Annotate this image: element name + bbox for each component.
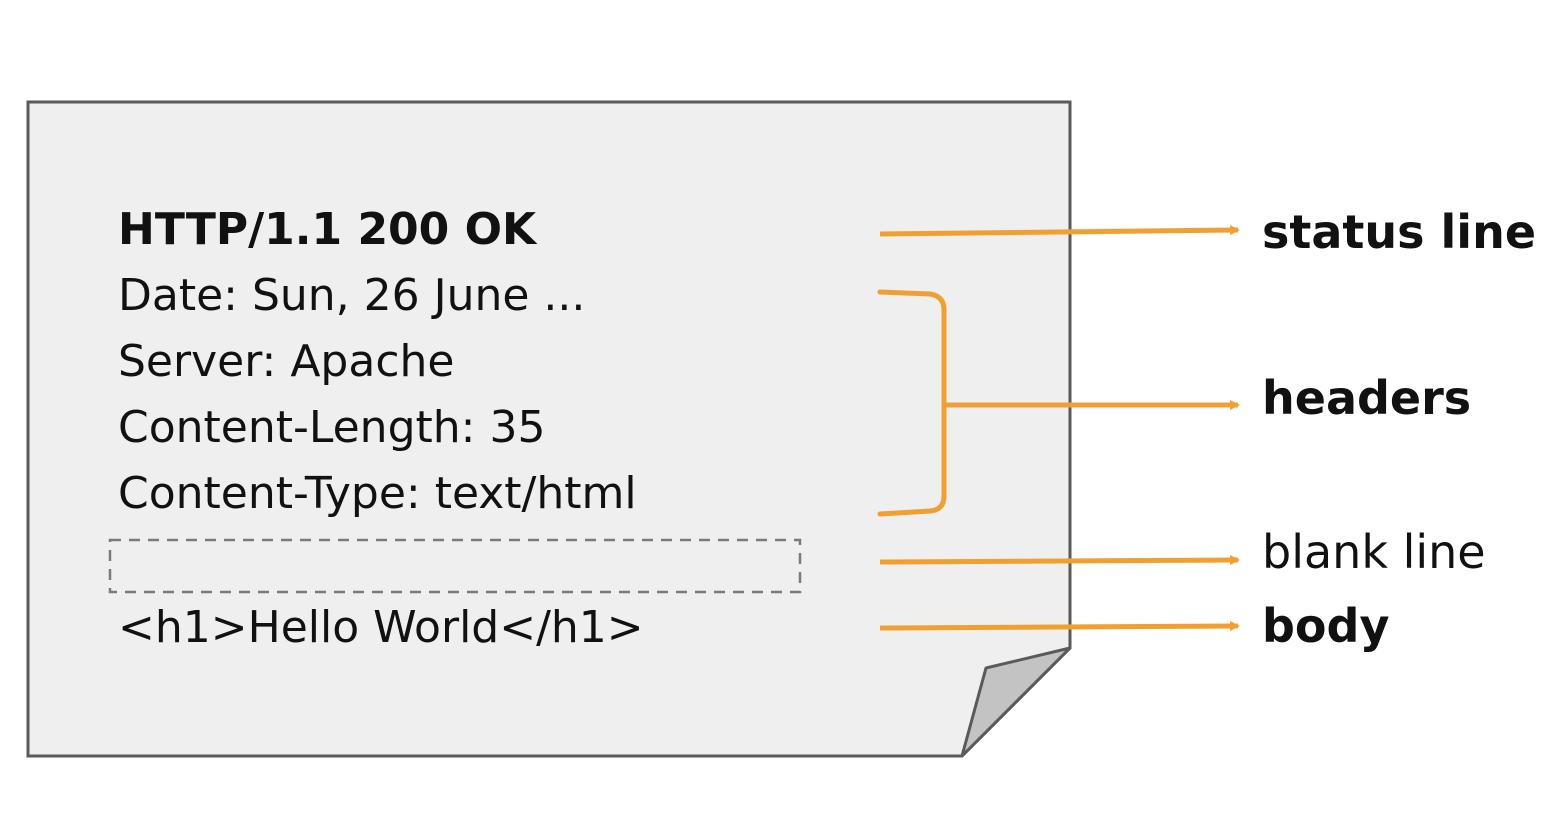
status-line-arrow — [879, 225, 1240, 237]
headers-label: headers — [1262, 371, 1472, 425]
header-date-text: Date: Sun, 26 June ... — [118, 270, 586, 321]
blank-line-box — [108, 538, 802, 594]
status-line-text: HTTP/1.1 200 OK — [118, 204, 537, 255]
body-text: <h1>Hello World</h1> — [118, 602, 644, 653]
body-arrow — [879, 621, 1240, 632]
header-server-text: Server: Apache — [118, 336, 455, 387]
header-content-type-text: Content-Type: text/html — [118, 468, 637, 519]
folded-corner — [960, 646, 1072, 758]
blank-line-label: blank line — [1262, 525, 1486, 579]
header-content-length-text: Content-Length: 35 — [118, 402, 546, 453]
status-line-label: status line — [1262, 205, 1537, 259]
headers-bracket — [877, 289, 947, 517]
blank-line-arrow — [879, 555, 1240, 566]
body-label: body — [1262, 599, 1390, 653]
